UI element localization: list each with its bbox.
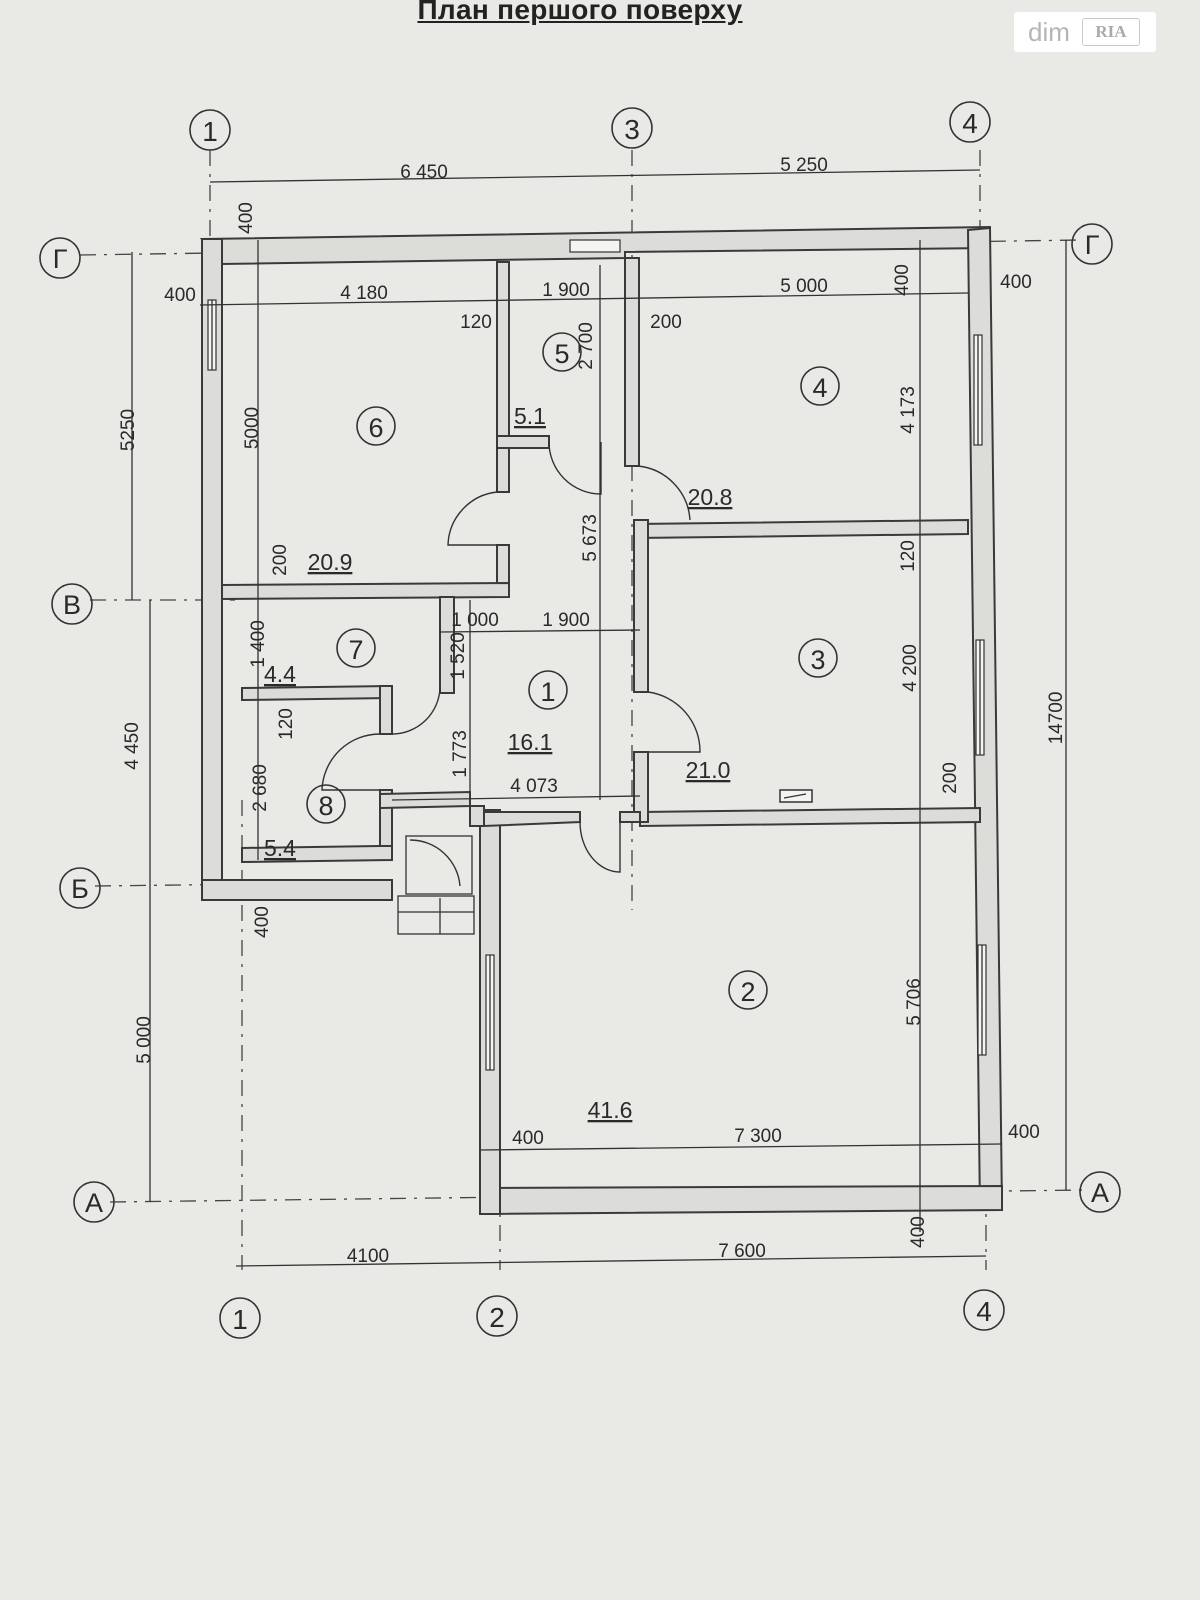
dim-hall-1520: 1 520 bbox=[448, 632, 469, 680]
room-markers: 1 2 3 4 5 6 7 8 bbox=[306, 332, 840, 1010]
dim-room5-depth: 2 700 bbox=[576, 322, 597, 370]
dim-room3-200: 200 bbox=[940, 762, 961, 794]
axis-bubble-1-bottom bbox=[219, 1297, 261, 1339]
axis-label-v: В bbox=[63, 590, 81, 620]
page-title: План першого поверху bbox=[417, 0, 743, 25]
dim-wall-bottom-400: 400 bbox=[908, 1216, 929, 1248]
axis-bubble-4-bottom bbox=[963, 1289, 1005, 1331]
dim-wall-right-top-400: 400 bbox=[1000, 272, 1032, 293]
dim-room6-depth: 5000 bbox=[242, 407, 263, 449]
dim-room8-120: 120 bbox=[276, 708, 297, 740]
dim-hall-1900: 1 900 bbox=[542, 610, 590, 631]
room-7-area: 4.4 bbox=[264, 661, 296, 687]
dim-room2-right-400: 400 bbox=[1008, 1122, 1040, 1143]
axis-bubble-3-top bbox=[611, 107, 653, 149]
dim-wall-left-400: 400 bbox=[164, 285, 196, 306]
dim-right-total: 14700 bbox=[1046, 692, 1067, 745]
axis-bubble-2-bottom bbox=[476, 1295, 518, 1337]
dim-room5-width: 1 900 bbox=[542, 280, 590, 301]
dimension-lines bbox=[131, 169, 1067, 1267]
room-4-area: 20.8 bbox=[688, 484, 733, 510]
dim-top-1-3: 6 450 bbox=[400, 162, 448, 183]
dim-room2-left-400: 400 bbox=[512, 1128, 544, 1149]
dim-left-g-v: 5250 bbox=[118, 409, 139, 451]
dim-room4-width: 5 000 bbox=[780, 276, 828, 297]
dim-top-3-4: 5 250 bbox=[780, 155, 828, 176]
room-8-area: 5.4 bbox=[264, 835, 296, 861]
dim-bottom-1-2: 4100 bbox=[347, 1246, 389, 1267]
watermark-brand: dim bbox=[1028, 16, 1070, 47]
room-5-area: 5.1 bbox=[514, 403, 546, 429]
dim-hall-1000: 1 000 bbox=[451, 610, 499, 631]
dim-hall-4073: 4 073 bbox=[510, 776, 558, 797]
axis-bubble-v bbox=[51, 583, 93, 625]
dim-room6-200: 200 bbox=[270, 544, 291, 576]
axis-bubble-a-right bbox=[1079, 1171, 1121, 1213]
dimension-labels: 6 450 5 250 4100 7 600 400 4 180 1 900 5… bbox=[164, 155, 1040, 1267]
room-3-area: 21.0 bbox=[686, 757, 731, 783]
watermark-badge: RIA bbox=[1081, 18, 1140, 46]
dim-room7-1400: 1 400 bbox=[248, 620, 269, 668]
axis-label-1-top: 1 bbox=[202, 116, 218, 147]
dim-wall-bl-400: 400 bbox=[252, 906, 273, 938]
room-8-number: 8 bbox=[318, 791, 333, 821]
windows bbox=[207, 239, 987, 1071]
room-6-area: 20.9 bbox=[308, 549, 353, 575]
dim-wall-right-400: 400 bbox=[892, 264, 913, 296]
room-3-number: 3 bbox=[810, 645, 825, 675]
axis-label-g-right: Г bbox=[1085, 230, 1100, 260]
dim-room8-2680: 2 680 bbox=[250, 764, 271, 812]
axis-bubble-g-right bbox=[1071, 223, 1113, 265]
axis-label-b: Б bbox=[71, 874, 89, 904]
axis-bubble-b bbox=[59, 867, 101, 909]
dim-hall-1773: 1 773 bbox=[450, 730, 471, 778]
axis-label-4-bottom: 4 bbox=[976, 1296, 992, 1327]
axis-label-a-left: А bbox=[85, 1188, 103, 1218]
dim-room2-depth: 5 706 bbox=[904, 978, 925, 1026]
axis-bubbles: 1 3 4 1 2 4 Г Г В Б А А bbox=[39, 101, 1121, 1339]
axis-label-4-top: 4 bbox=[962, 108, 978, 139]
axis-label-a-right: А bbox=[1091, 1178, 1109, 1208]
dim-wall-top-400: 400 bbox=[236, 202, 257, 234]
room-7-number: 7 bbox=[348, 635, 363, 665]
room-6-number: 6 bbox=[368, 413, 383, 443]
watermark-logo: dim RIA bbox=[1014, 12, 1156, 52]
dim-room6-width: 4 180 bbox=[340, 283, 388, 304]
room-2-number: 2 bbox=[740, 977, 755, 1007]
dim-left-b-a: 5 000 bbox=[134, 1016, 155, 1064]
dim-room2-width: 7 300 bbox=[734, 1126, 782, 1147]
room-5-number: 5 bbox=[554, 339, 569, 369]
doors bbox=[321, 441, 813, 935]
axis-lines bbox=[79, 150, 1086, 1270]
axis-label-2-bottom: 2 bbox=[489, 1302, 505, 1333]
axis-bubble-4-top bbox=[949, 101, 991, 143]
dimension-labels-vertical: 400 5250 4 450 5 000 14700 2 700 5000 4 … bbox=[118, 202, 1067, 1248]
dim-room3-120: 120 bbox=[898, 540, 919, 572]
dim-partition-200: 200 bbox=[650, 312, 682, 333]
room-2-area: 41.6 bbox=[588, 1097, 633, 1123]
axis-bubble-g-left bbox=[39, 237, 81, 279]
dim-left-v-b: 4 450 bbox=[122, 722, 143, 770]
dim-hall-5673: 5 673 bbox=[580, 514, 601, 562]
axis-label-g-left: Г bbox=[53, 244, 68, 274]
dim-room3-depth: 4 200 bbox=[900, 644, 921, 692]
dim-room4-depth: 4 173 bbox=[898, 386, 919, 434]
axis-bubble-a-left bbox=[73, 1181, 115, 1223]
room-areas: 16.1 41.6 21.0 20.8 5.1 20.9 4.4 5.4 bbox=[264, 403, 732, 1123]
dim-partition-120: 120 bbox=[460, 312, 492, 333]
dim-bottom-2-4: 7 600 bbox=[718, 1241, 766, 1262]
room-1-number: 1 bbox=[540, 677, 555, 707]
axis-bubble-1-top bbox=[189, 109, 231, 151]
room-1-area: 16.1 bbox=[508, 729, 553, 755]
axis-label-3-top: 3 bbox=[624, 114, 640, 145]
room-4-number: 4 bbox=[812, 373, 827, 403]
walls bbox=[199, 225, 1004, 1216]
axis-label-1-bottom: 1 bbox=[232, 1304, 248, 1335]
